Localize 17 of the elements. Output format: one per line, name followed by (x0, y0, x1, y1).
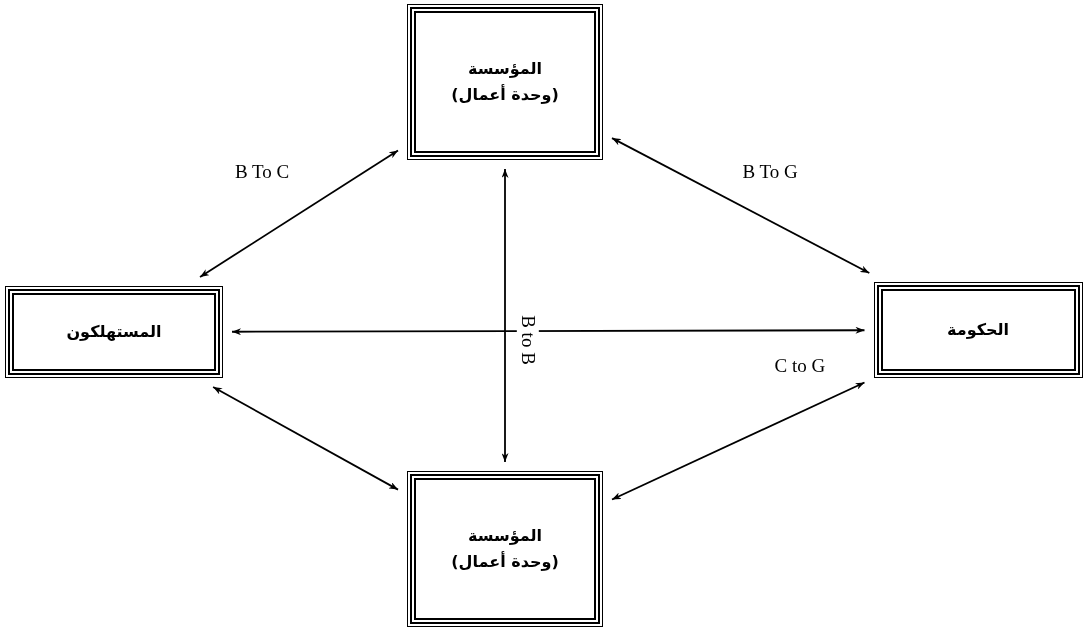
edge-label: B to B (516, 313, 539, 367)
double-arrow (199, 149, 399, 278)
entity-box (876, 285, 1080, 375)
double-arrow (212, 386, 399, 491)
double-arrow (611, 381, 866, 501)
entity-box (8, 289, 220, 375)
double-arrow (501, 168, 509, 463)
box-text: (وحدة أعمال) (451, 83, 559, 106)
double-arrow (611, 137, 871, 274)
box-text: المؤسسة (468, 58, 542, 80)
box-text: الحكومة (947, 319, 1009, 341)
entity-box (410, 7, 600, 157)
double-arrow (231, 326, 866, 336)
entity-box (410, 474, 600, 624)
box-text: المستهلكون (66, 321, 162, 343)
box-text: المؤسسة (468, 525, 542, 547)
box-text: (وحدة أعمال) (451, 550, 559, 573)
